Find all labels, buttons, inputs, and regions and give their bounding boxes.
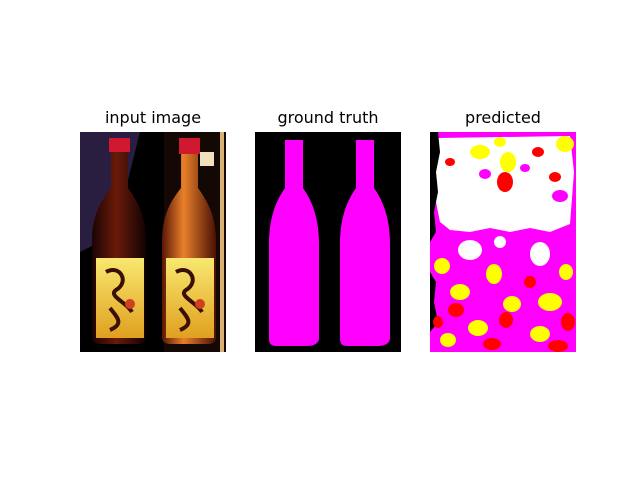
right-bottle-cap bbox=[179, 138, 200, 154]
pred-yellow-blob bbox=[450, 284, 470, 300]
pred-magenta-blob bbox=[552, 190, 568, 202]
pred-red-blob bbox=[448, 303, 464, 317]
pred-red-blob bbox=[445, 158, 455, 166]
pred-red-blob bbox=[561, 313, 575, 331]
gt-left-bottle-mask bbox=[269, 140, 319, 346]
box-emblem bbox=[200, 152, 214, 166]
pred-magenta-blob bbox=[479, 169, 491, 179]
left-label-ornament bbox=[125, 299, 135, 309]
pred-yellow-blob bbox=[486, 264, 502, 284]
pred-red-blob bbox=[532, 147, 544, 157]
pred-red-blob bbox=[433, 316, 443, 328]
input-image bbox=[80, 132, 226, 352]
pred-yellow-blob bbox=[434, 258, 450, 274]
pred-red-blob bbox=[548, 340, 568, 352]
predicted-panel bbox=[430, 132, 576, 352]
gt-right-bottle-mask bbox=[340, 140, 390, 346]
pred-yellow-blob bbox=[530, 326, 550, 342]
pred-red-blob bbox=[483, 338, 501, 350]
input-image-panel bbox=[80, 132, 226, 352]
pred-yellow-blob bbox=[494, 137, 506, 147]
right-label-ornament bbox=[195, 299, 205, 309]
pred-black-edge bbox=[430, 132, 440, 242]
panel-title-predicted: predicted bbox=[465, 108, 541, 127]
pred-red-blob bbox=[497, 172, 513, 192]
panel-title-input: input image bbox=[104, 108, 202, 127]
pred-white-blob bbox=[530, 242, 550, 266]
pred-white-blob bbox=[458, 240, 482, 260]
pred-yellow-blob bbox=[538, 293, 562, 311]
pred-yellow-blob bbox=[470, 145, 490, 159]
pred-red-blob bbox=[549, 172, 561, 182]
pred-red-blob bbox=[524, 276, 536, 288]
pred-yellow-blob bbox=[500, 152, 516, 172]
pred-red-blob bbox=[499, 312, 513, 328]
gift-box-stripe bbox=[220, 132, 224, 352]
ground-truth-panel bbox=[255, 132, 401, 352]
pred-yellow-blob bbox=[559, 264, 573, 280]
pred-magenta-blob bbox=[520, 164, 530, 172]
panel-title-ground-truth: ground truth bbox=[277, 108, 379, 127]
pred-yellow-blob bbox=[468, 320, 488, 336]
right-label-calligraphy bbox=[175, 268, 204, 332]
left-bottle-cap bbox=[109, 138, 130, 152]
pred-yellow-blob bbox=[503, 296, 521, 312]
predicted-mask bbox=[430, 132, 576, 352]
left-label-calligraphy bbox=[105, 268, 134, 332]
pred-yellow-blob bbox=[556, 136, 574, 152]
pred-yellow-blob bbox=[440, 333, 456, 347]
pred-white-blob bbox=[494, 236, 506, 248]
ground-truth-mask bbox=[255, 132, 401, 352]
